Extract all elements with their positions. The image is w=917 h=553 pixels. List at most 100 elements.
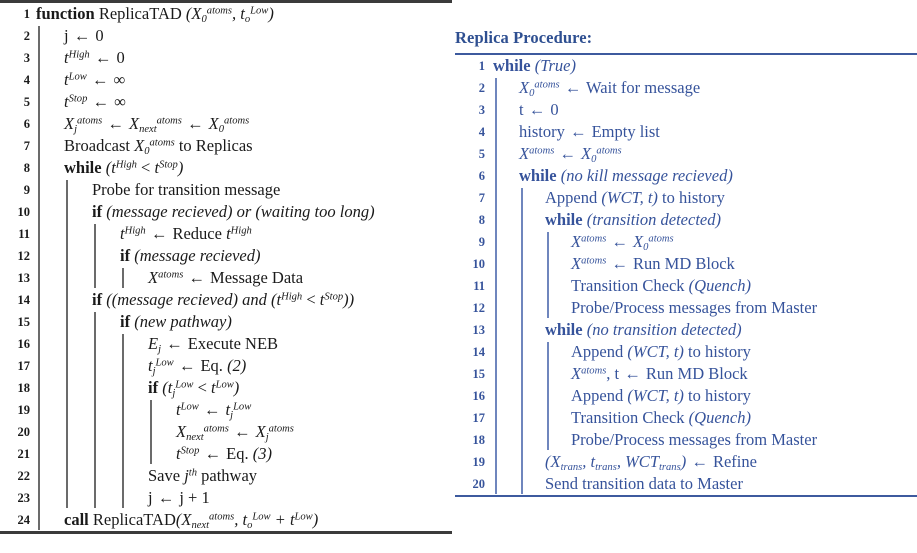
line-number: 19 [472, 455, 486, 469]
line-text: Xnextatoms ← Xjatoms [176, 422, 294, 443]
line-text: Probe for transition message [92, 180, 281, 199]
line-number: 6 [478, 169, 485, 183]
line-number: 16 [17, 337, 31, 351]
replica-caption: Replica Procedure: [455, 28, 593, 47]
line-number: 14 [17, 293, 31, 307]
line-number: 3 [478, 103, 485, 117]
line-number: 21 [17, 447, 31, 461]
algorithm-line: 1 function ReplicaTAD (X0atoms, toLow) [0, 3, 452, 25]
algorithm-line: 18 Probe/Process messages from Master [455, 429, 917, 451]
line-text: Xatoms, t ← Run MD Block [571, 364, 748, 383]
line-text: history ← Empty list [519, 122, 660, 141]
line-number: 6 [23, 117, 30, 131]
line-number: 15 [472, 367, 486, 381]
line-text: tLow ← tjLow [176, 400, 252, 421]
master-bottom-rule [0, 531, 452, 534]
line-text: Xatoms ← Message Data [148, 268, 304, 287]
line-number: 3 [23, 51, 30, 65]
line-text: Append (WCT, t) to history [571, 386, 751, 405]
line-number: 9 [478, 235, 485, 249]
master-top-rule [0, 0, 452, 3]
algorithm-line: 10 if (message recieved) or (waiting too … [0, 201, 452, 223]
line-text: Send transition data to Master [545, 474, 743, 493]
algorithm-line: 3 tHigh ← 0 [0, 47, 452, 69]
line-text: tStop ← ∞ [64, 92, 126, 111]
line-text: Xatoms ← X0atoms [571, 232, 674, 253]
line-text: while (tHigh < tStop) [64, 158, 184, 177]
line-number: 13 [472, 323, 486, 337]
line-number: 18 [472, 433, 486, 447]
line-number: 17 [17, 359, 31, 373]
line-number: 10 [472, 257, 486, 271]
algorithm-line: 5 Xatoms ← X0atoms [455, 143, 917, 165]
algorithm-line: 17 tjLow ← Eq. (2) [0, 355, 452, 377]
line-text: t ← 0 [519, 100, 559, 119]
line-number: 23 [17, 491, 31, 505]
line-text: Save jth pathway [148, 466, 258, 485]
line-text: Ej ← Execute NEB [148, 334, 279, 355]
line-number: 5 [478, 147, 485, 161]
line-number: 8 [478, 213, 485, 227]
line-number: 4 [23, 73, 30, 87]
algorithm-line: 8 while (tHigh < tStop) [0, 157, 452, 179]
replica-bottom-rule [455, 495, 917, 497]
line-number: 18 [17, 381, 31, 395]
line-text: if (message recieved) or (waiting too lo… [92, 202, 375, 221]
line-text: Probe/Process messages from Master [571, 298, 818, 317]
line-text: tjLow ← Eq. (2) [148, 356, 247, 377]
line-text: tLow ← ∞ [64, 70, 126, 89]
line-text: if ((message recieved) and (tHigh < tSto… [92, 290, 355, 309]
line-number: 15 [17, 315, 31, 329]
line-text: Transition Check (Quench) [571, 276, 751, 295]
line-number: 1 [23, 7, 30, 21]
line-number: 22 [17, 469, 31, 483]
line-number: 9 [23, 183, 30, 197]
algorithm-line: 1 while (True) [455, 55, 917, 77]
line-text: function ReplicaTAD (X0atoms, toLow) [36, 4, 274, 25]
line-number: 10 [17, 205, 31, 219]
algorithm-line: 16 Ej ← Execute NEB [0, 333, 452, 355]
line-text: tHigh ← Reduce tHigh [120, 224, 252, 243]
line-number: 7 [478, 191, 485, 205]
line-number: 20 [17, 425, 31, 439]
line-text: while (True) [493, 56, 576, 75]
line-text: Xatoms ← X0atoms [519, 144, 622, 165]
line-number: 19 [17, 403, 31, 417]
line-number: 2 [23, 29, 30, 43]
line-number: 12 [472, 301, 486, 315]
algorithm-line: 19 tLow ← tjLow [0, 399, 452, 421]
line-text: Probe/Process messages from Master [571, 430, 818, 449]
line-number: 8 [23, 161, 30, 175]
algorithm-line: 4 tLow ← ∞ [0, 69, 452, 91]
line-text: Broadcast X0atoms to Replicas [64, 136, 253, 157]
line-text: while (transition detected) [545, 210, 721, 229]
algorithm-line: 9 Xatoms ← X0atoms [455, 231, 917, 253]
algorithm-line: 9 Probe for transition message [0, 179, 452, 201]
line-number: 1 [478, 59, 485, 73]
line-text: tStop ← Eq. (3) [176, 444, 272, 463]
line-number: 11 [473, 279, 485, 293]
algorithm-line: 8 while (transition detected) [455, 209, 917, 231]
line-text: X0atoms ← Wait for message [519, 78, 701, 99]
line-text: tHigh ← 0 [64, 48, 125, 67]
line-number: 24 [17, 513, 31, 527]
replica-top-rule [455, 53, 917, 55]
algorithm-line: 11 Transition Check (Quench) [455, 275, 917, 297]
